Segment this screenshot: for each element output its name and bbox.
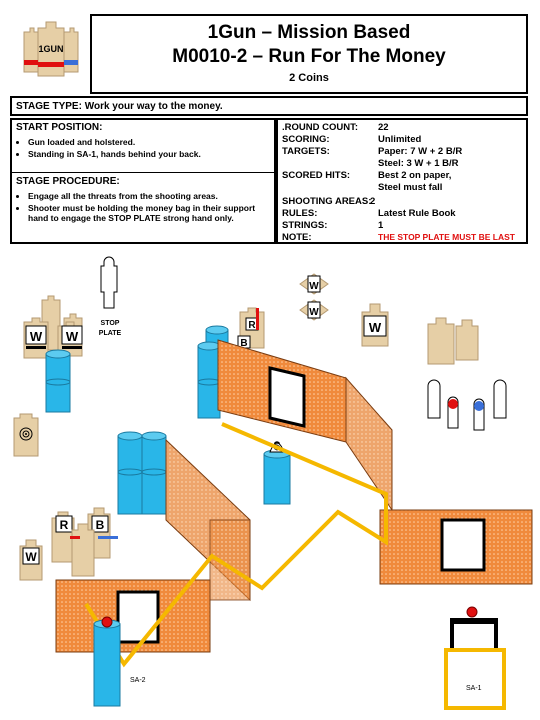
sa1-label: SA-1: [466, 685, 482, 692]
note-label: NOTE:: [282, 232, 312, 243]
title-box: 1Gun – Mission Based M0010-2 – Run For T…: [90, 14, 528, 94]
stage-procedure-item: Shooter must be holding the money bag in…: [28, 203, 268, 223]
rules-label: RULES:: [282, 208, 318, 219]
stage-type: STAGE TYPE: Work your way to the money.: [10, 96, 528, 116]
paper-target-pair-far-right: [427, 317, 479, 365]
target-w-label: W: [309, 281, 319, 292]
target-w-label: W: [309, 307, 319, 318]
start-position-item: Standing in SA-1, hands behind your back…: [28, 149, 268, 159]
round-count-label: .ROUND COUNT:: [282, 122, 358, 133]
target-r-label: R: [248, 320, 256, 331]
steel-target-group: W W: [299, 273, 329, 321]
stage-diagram: STOP PLATE W W R B: [13, 256, 533, 710]
paper-target-group-center: R B: [237, 307, 265, 349]
start-position-item: Gun loaded and holstered.: [28, 137, 268, 147]
scored-hits-line-1: Best 2 on paper,: [378, 170, 452, 181]
paper-target-right: W: [361, 303, 389, 347]
start-table: [450, 606, 498, 650]
title-line-2: M0010-2 – Run For The Money: [172, 46, 446, 67]
target-r-label: R: [60, 518, 69, 532]
strings-label: STRINGS:: [282, 220, 328, 231]
wall-lower-left: [55, 579, 211, 653]
shooting-area-sa2: SA-2: [84, 422, 388, 684]
bullseye-target: [13, 413, 39, 457]
targets-steel: Steel: 3 W + 1 B/R: [378, 158, 459, 169]
logo-text: 1GUN: [38, 44, 63, 54]
paper-target-group-left: W W: [23, 295, 83, 359]
stage-procedure-item: Engage all the threats from the shooting…: [28, 191, 268, 201]
title-line-1: 1Gun – Mission Based: [207, 22, 411, 43]
sa2-label: SA-2: [130, 677, 146, 684]
target-w-label: W: [369, 320, 382, 335]
target-b-label: B: [96, 518, 105, 532]
stage-procedure-list: Engage all the threats from the shooting…: [12, 191, 274, 223]
start-position-list: Gun loaded and holstered. Standing in SA…: [12, 137, 274, 159]
start-procedure-box: START POSITION: Gun loaded and holstered…: [10, 118, 276, 244]
start-barrel-red: [93, 616, 121, 707]
barrel-stack-left-center: [117, 431, 167, 515]
steel-popper-group: [427, 379, 507, 431]
target-w-label: W: [66, 329, 79, 344]
target-w-label: W: [30, 329, 43, 344]
logo: 1GUN: [16, 18, 86, 80]
targets-label: TARGETS:: [282, 146, 330, 157]
stop-plate-label-1: STOP: [101, 320, 120, 327]
target-w-label: W: [25, 550, 37, 564]
scored-hits-label: SCORED HITS:: [282, 170, 351, 181]
coins-label: 2 Coins: [289, 72, 329, 84]
scoring-value: Unlimited: [378, 134, 422, 145]
shooting-areas-value: 2: [370, 196, 376, 207]
rules-value: Latest Rule Book: [378, 208, 456, 219]
stop-plate-target: STOP PLATE: [99, 256, 122, 337]
shooting-area-sa1: SA-1: [444, 648, 506, 710]
scored-hits-line-2: Steel must fall: [378, 182, 443, 193]
stop-plate-label-2: PLATE: [99, 330, 122, 337]
stage-procedure-heading: STAGE PROCEDURE:: [16, 176, 120, 187]
target-b-label: B: [240, 338, 247, 349]
start-position-heading: START POSITION:: [16, 122, 103, 133]
wall-diagonal-left: [165, 438, 251, 602]
barrel-stack-left: [45, 349, 71, 413]
note-value: THE STOP PLATE MUST BE LAST: [378, 232, 515, 242]
shooting-areas-label: SHOOTING AREAS:: [282, 196, 372, 207]
wall-right: [379, 509, 533, 585]
wall-upper: [217, 339, 393, 512]
scoring-label: SCORING:: [282, 134, 330, 145]
round-count-value: 22: [378, 122, 389, 133]
stage-info-box: .ROUND COUNT: 22 SCORING: Unlimited TARGET…: [276, 118, 528, 244]
divider: [12, 172, 274, 173]
targets-paper: Paper: 7 W + 2 B/R: [378, 146, 463, 157]
strings-value: 1: [378, 220, 384, 231]
paper-target-group-lower-left: R B W: [19, 507, 118, 581]
